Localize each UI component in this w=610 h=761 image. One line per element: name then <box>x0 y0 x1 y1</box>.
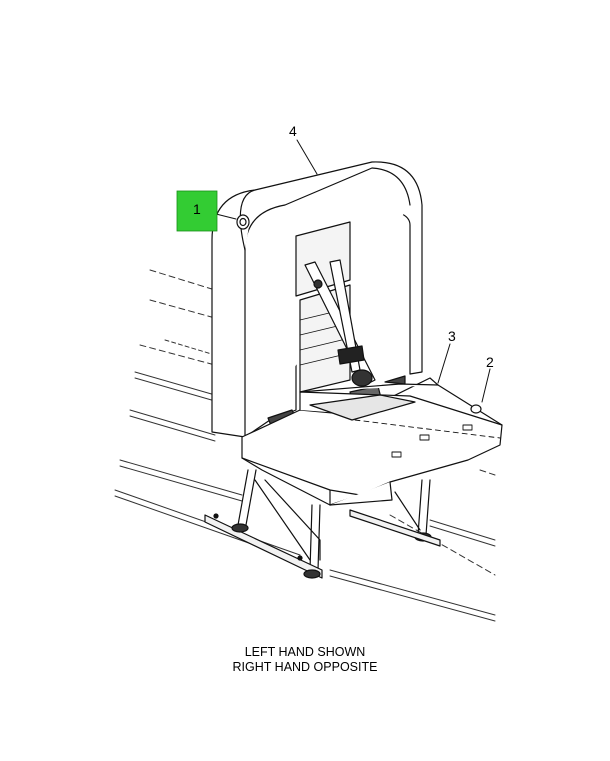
callout-4-label[interactable]: 4 <box>289 123 297 139</box>
callout-3-label[interactable]: 3 <box>448 328 456 344</box>
seat-cushion <box>241 375 503 506</box>
caption-left-hand-shown: LEFT HAND SHOWN <box>244 645 366 659</box>
caption-right-hand-opposite: RIGHT HAND OPPOSITE <box>232 660 378 674</box>
callout-2-label[interactable]: 2 <box>486 354 494 370</box>
seat-legs <box>204 469 441 579</box>
hole-plug-2 <box>470 404 482 414</box>
callout-1-highlight <box>176 190 218 232</box>
callout-1-label[interactable]: 1 <box>193 201 201 217</box>
